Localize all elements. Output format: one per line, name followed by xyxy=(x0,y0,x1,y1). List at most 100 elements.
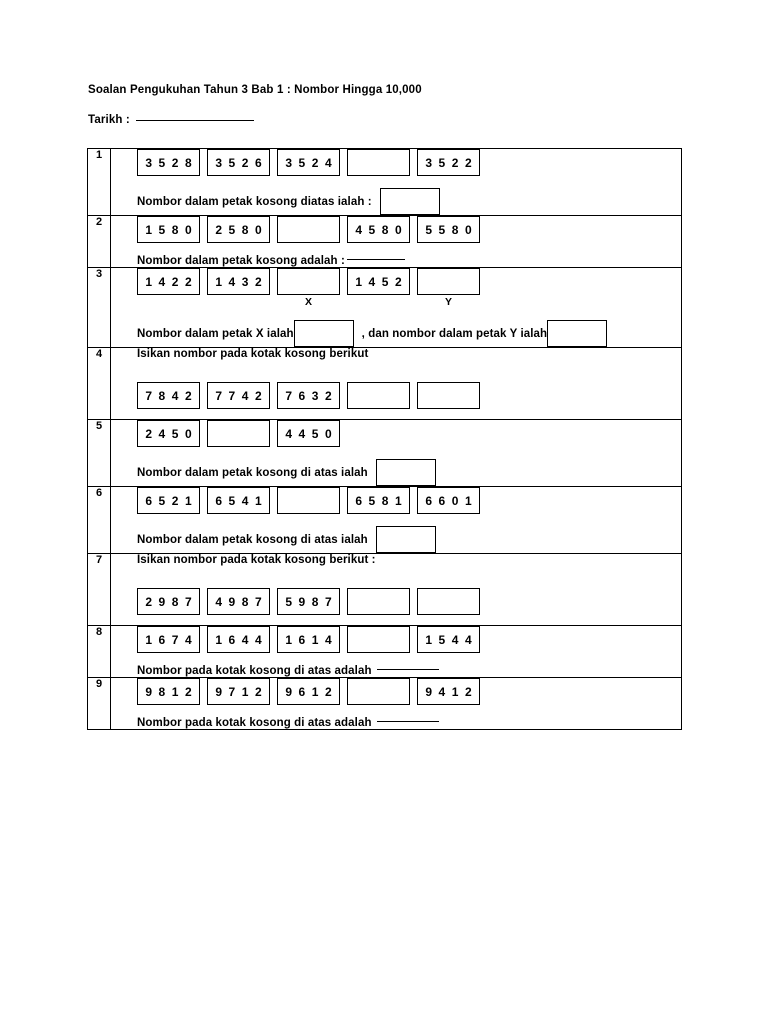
answer-line: Nombor dalam petak X ialah, dan nombor d… xyxy=(137,320,681,347)
box-marker-x: X xyxy=(304,296,312,308)
question-content: Isikan nombor pada kotak kosong berikut … xyxy=(110,553,682,626)
number-box: 1 6 7 4 xyxy=(137,626,200,653)
number-box-blank[interactable] xyxy=(277,487,340,514)
answer-box-x[interactable] xyxy=(293,320,354,347)
number-box-blank[interactable] xyxy=(347,588,410,615)
number-box: 1 6 1 4 xyxy=(277,626,340,653)
answer-box-y[interactable] xyxy=(547,320,608,347)
question-number: 5 xyxy=(87,419,111,487)
number-sequence-row: 1 4 2 2 1 4 3 2 1 4 5 2 xyxy=(137,268,681,295)
answer-blank-rule[interactable] xyxy=(376,720,439,722)
box-marker-y: Y xyxy=(444,296,452,308)
question-number: 6 xyxy=(87,486,111,554)
number-box: 1 4 3 2 xyxy=(207,268,270,295)
spacer xyxy=(111,360,681,382)
number-box-blank[interactable] xyxy=(347,149,410,176)
number-box: 1 5 8 0 xyxy=(137,216,200,243)
number-box: 1 4 5 2 xyxy=(347,268,410,295)
answer-box[interactable] xyxy=(375,526,436,553)
number-box: 9 7 1 2 xyxy=(207,678,270,705)
number-box: 9 6 1 2 xyxy=(277,678,340,705)
date-blank-rule[interactable] xyxy=(136,120,255,121)
number-box: 9 8 1 2 xyxy=(137,678,200,705)
answer-line: Nombor dalam petak kosong di atas ialah xyxy=(137,526,681,553)
number-box: 4 5 8 0 xyxy=(347,216,410,243)
question-content: Isikan nombor pada kotak kosong berikut 7… xyxy=(110,347,682,420)
question-number: 8 xyxy=(87,625,111,678)
question-row: 5 2 4 5 0 4 4 5 0 Nombor dalam petak kosong… xyxy=(87,419,682,487)
number-box-blank[interactable] xyxy=(277,216,340,243)
answer-blank-rule[interactable] xyxy=(346,258,405,260)
number-box: 4 9 8 7 xyxy=(207,588,270,615)
number-box-blank[interactable] xyxy=(207,420,270,447)
number-box: 4 4 5 0 xyxy=(277,420,340,447)
spacer xyxy=(111,409,681,419)
number-box-blank[interactable] xyxy=(417,382,480,409)
number-box: 7 8 4 2 xyxy=(137,382,200,409)
answer-box[interactable] xyxy=(379,188,440,215)
box-marker-empty xyxy=(137,296,200,308)
number-box-blank[interactable] xyxy=(347,626,410,653)
question-number: 1 xyxy=(87,148,111,216)
number-sequence-row: 2 9 8 7 4 9 8 7 5 9 8 7 xyxy=(137,588,681,615)
worksheet-header: Soalan Pengukuhan Tahun 3 Bab 1 : Nombor… xyxy=(88,84,688,126)
question-number: 2 xyxy=(87,215,111,268)
number-box: 5 9 8 7 xyxy=(277,588,340,615)
number-box: 1 5 4 4 xyxy=(417,626,480,653)
answer-prompt-text: Nombor dalam petak X ialah xyxy=(137,327,294,340)
number-box: 3 5 2 6 xyxy=(207,149,270,176)
answer-prompt-text: Nombor dalam petak kosong di atas ialah xyxy=(137,533,368,546)
number-box-blank[interactable] xyxy=(277,268,340,295)
answer-line: Nombor pada kotak kosong di atas adalah xyxy=(137,717,681,729)
answer-line: Nombor dalam petak kosong di atas ialah xyxy=(137,459,681,486)
answer-prompt-text: Nombor dalam petak kosong diatas ialah : xyxy=(137,195,372,208)
answer-blank-rule[interactable] xyxy=(376,668,439,670)
date-field: Tarikh : xyxy=(88,114,688,126)
answer-line: Nombor dalam petak kosong adalah : xyxy=(137,255,681,267)
spacer xyxy=(111,566,681,588)
number-box: 7 7 4 2 xyxy=(207,382,270,409)
date-label: Tarikh : xyxy=(88,114,134,126)
number-sequence-row: 7 8 4 2 7 7 4 2 7 6 3 2 xyxy=(137,382,681,409)
number-box: 6 6 0 1 xyxy=(417,487,480,514)
answer-box[interactable] xyxy=(375,459,436,486)
number-box: 6 5 2 1 xyxy=(137,487,200,514)
question-instruction: Isikan nombor pada kotak kosong berikut … xyxy=(137,554,376,566)
number-box: 1 4 2 2 xyxy=(137,268,200,295)
answer-prompt-text: Nombor pada kotak kosong di atas adalah xyxy=(137,665,372,677)
spacer xyxy=(111,615,681,625)
number-box: 6 5 4 1 xyxy=(207,487,270,514)
number-box-blank[interactable] xyxy=(347,382,410,409)
number-box: 3 5 2 4 xyxy=(277,149,340,176)
number-box-blank[interactable] xyxy=(347,678,410,705)
number-box: 2 9 8 7 xyxy=(137,588,200,615)
answer-line: Nombor dalam petak kosong diatas ialah : xyxy=(137,188,681,215)
number-box: 7 6 3 2 xyxy=(277,382,340,409)
question-number: 7 xyxy=(87,553,111,626)
number-box: 2 4 5 0 xyxy=(137,420,200,447)
number-box-blank[interactable] xyxy=(417,268,480,295)
number-box: 5 5 8 0 xyxy=(417,216,480,243)
number-box-blank[interactable] xyxy=(417,588,480,615)
question-instruction: Isikan nombor pada kotak kosong berikut xyxy=(137,348,369,360)
number-box: 3 5 2 8 xyxy=(137,149,200,176)
answer-prompt-text: Nombor dalam petak kosong di atas ialah xyxy=(137,466,368,479)
answer-line: Nombor pada kotak kosong di atas adalah xyxy=(137,665,681,677)
question-row: 7 Isikan nombor pada kotak kosong berikut… xyxy=(87,553,682,626)
